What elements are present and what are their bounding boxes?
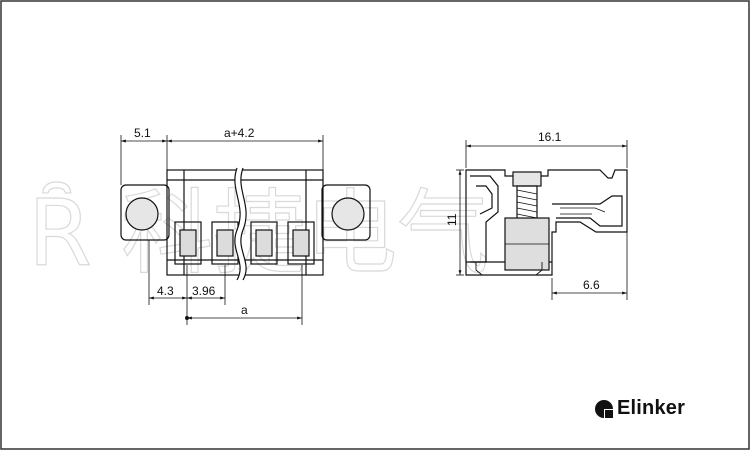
slot-3 [250, 221, 278, 265]
plug-inner-contour [476, 185, 493, 215]
wire-spring [560, 207, 606, 215]
dim-label-4-3: 4.3 [157, 284, 174, 298]
housing-outline [465, 169, 628, 276]
dim-label-16-1: 16.1 [538, 130, 562, 144]
screw-head [512, 171, 542, 187]
brand-logo: Elinker [593, 397, 685, 420]
slot-4 [287, 221, 315, 265]
dim-label-a-plus-4-2: a+4.2 [224, 126, 255, 140]
dim-label-6-6: 6.6 [583, 278, 600, 292]
break-gap [234, 166, 247, 282]
front-view [120, 135, 371, 325]
side-view [456, 140, 628, 300]
screw-thread [516, 189, 538, 219]
right-flange [321, 184, 371, 241]
left-flange [120, 184, 170, 241]
wire-entry [552, 195, 623, 227]
break-line-left [234, 167, 241, 281]
dim-label-11: 11 [445, 213, 459, 226]
dim-label-3-96: 3.96 [192, 284, 216, 298]
break-line-right [240, 167, 247, 281]
brand-name: Elinker [617, 397, 686, 419]
elinker-logo-icon [595, 399, 613, 418]
dim-label-a: a [241, 303, 248, 317]
right-mount-hole [331, 197, 365, 231]
left-mount-hole [125, 197, 159, 231]
slot-1 [174, 221, 202, 265]
dim-label-5-1: 5.1 [134, 126, 151, 140]
